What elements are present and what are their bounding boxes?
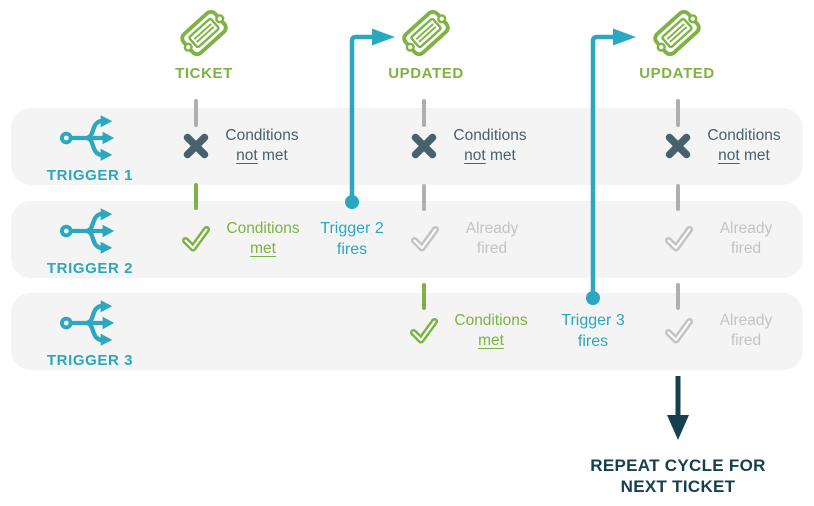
- check-icon: [410, 318, 438, 344]
- status-row1-updated2: Conditions not met: [665, 124, 790, 168]
- status-text: Already fired: [719, 220, 773, 257]
- status-text: Conditions met: [226, 220, 300, 257]
- x-icon: [183, 133, 209, 159]
- status-row1-ticket: Conditions not met: [183, 124, 308, 168]
- trigger-2: TRIGGER 2: [25, 205, 155, 277]
- status-text: Conditions not met: [707, 127, 781, 164]
- ticket-icon: [653, 9, 701, 57]
- status-row2-conditions-met: Conditions met: [182, 217, 309, 261]
- trigger-icon: [60, 208, 115, 254]
- repeat-cycle-caption: REPEAT CYCLE FOR NEXT TICKET: [590, 456, 766, 496]
- connector-row1-to-row2-green: [194, 183, 198, 210]
- x-icon: [665, 133, 691, 159]
- status-text: Already fired: [719, 312, 773, 349]
- connector-row2-to-row3-gray: [676, 283, 680, 310]
- status-text: Already fired: [465, 220, 519, 257]
- repeat-cycle-arrow: [667, 376, 689, 440]
- ticket-label: UPDATED: [639, 65, 715, 82]
- trigger-2-fires-label: Trigger 2 fires: [320, 220, 384, 258]
- connector-updated1-to-row1: [422, 99, 426, 127]
- trigger-row-1: [11, 108, 803, 185]
- ticket-label: TICKET: [175, 65, 233, 82]
- trigger-label: TRIGGER 2: [46, 260, 134, 277]
- ticket-icon: [402, 9, 450, 57]
- trigger-label: TRIGGER 1: [46, 167, 134, 184]
- check-icon: [411, 226, 439, 252]
- connector-updated2-to-row1: [676, 99, 680, 127]
- trigger-3: TRIGGER 3: [25, 297, 155, 369]
- check-icon: [665, 318, 693, 344]
- ticket-icon: [180, 9, 228, 57]
- ticket-updated-2: UPDATED: [622, 6, 732, 82]
- connector-ticket-to-row1: [194, 99, 198, 127]
- ticket-original: TICKET: [149, 6, 259, 82]
- status-text: Conditions not met: [225, 127, 299, 164]
- x-icon: [411, 133, 437, 159]
- status-row2-already-fired-2: Already fired: [665, 217, 792, 261]
- connector-row1-to-row2-gray2: [676, 184, 680, 211]
- status-row2-already-fired-1: Already fired: [411, 217, 538, 261]
- check-icon: [665, 226, 693, 252]
- trigger-icon: [60, 115, 115, 161]
- status-row3-conditions-met: Conditions met: [410, 309, 537, 353]
- trigger-3-fires-label: Trigger 3 fires: [561, 312, 625, 350]
- ticket-updated-1: UPDATED: [371, 6, 481, 82]
- ticket-label: UPDATED: [388, 65, 464, 82]
- trigger-label: TRIGGER 3: [46, 352, 134, 369]
- connector-row1-to-row2-gray: [422, 184, 426, 211]
- status-row3-already-fired: Already fired: [665, 309, 792, 353]
- status-text: Conditions not met: [453, 127, 527, 164]
- status-row1-updated1: Conditions not met: [411, 124, 536, 168]
- check-icon: [182, 226, 210, 252]
- trigger-1: TRIGGER 1: [25, 112, 155, 184]
- status-text: Conditions met: [454, 312, 528, 349]
- trigger-icon: [60, 300, 115, 346]
- connector-row2-to-row3-green: [422, 283, 426, 310]
